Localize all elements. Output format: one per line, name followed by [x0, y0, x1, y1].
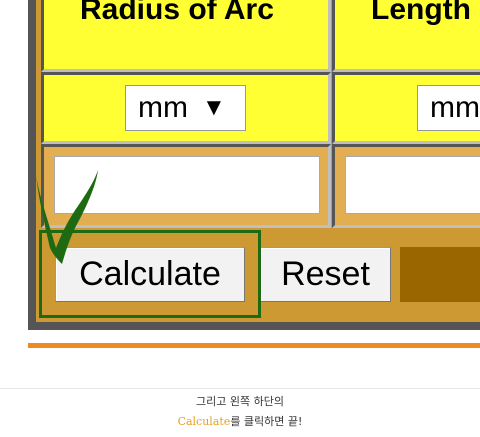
input-cell-radius	[41, 144, 331, 228]
radius-unit-select[interactable]: mm ▼	[125, 85, 246, 131]
arc-calculator-frame: Radius of Arc Length of Arc mm ▼ mm ▼ Ca…	[28, 0, 480, 330]
length-unit-value: mm	[430, 91, 480, 124]
header-cell-radius: Radius of Arc	[41, 0, 331, 72]
header-cell-length: Length of Arc	[332, 0, 480, 72]
header-length-label: Length of Arc	[371, 0, 480, 26]
length-unit-select[interactable]: mm ▼	[417, 85, 480, 131]
caption-divider	[0, 388, 480, 389]
input-cell-length	[332, 144, 480, 228]
caption-line-1: 그리고 왼쪽 하단의	[196, 395, 284, 408]
radius-input[interactable]	[54, 156, 320, 214]
caption-calculate-word: Calculate	[177, 415, 231, 428]
calculate-button[interactable]: Calculate	[55, 247, 245, 302]
orange-divider-line	[28, 343, 480, 348]
caption-line-2-rest: 를 클릭하면 끝!	[230, 415, 303, 428]
result-bar	[400, 247, 480, 302]
caption-line-2: Calculate를 클릭하면 끝!	[0, 413, 480, 429]
radius-unit-value: mm	[138, 91, 188, 124]
unit-cell-radius: mm ▼	[41, 72, 331, 144]
unit-cell-length: mm ▼	[332, 72, 480, 144]
length-input[interactable]	[345, 156, 480, 214]
screenshot-region: Radius of Arc Length of Arc mm ▼ mm ▼ Ca…	[28, 0, 480, 348]
header-radius-label: Radius of Arc	[80, 0, 274, 26]
dropdown-arrow-icon: ▼	[201, 94, 226, 121]
reset-button[interactable]: Reset	[260, 247, 391, 302]
